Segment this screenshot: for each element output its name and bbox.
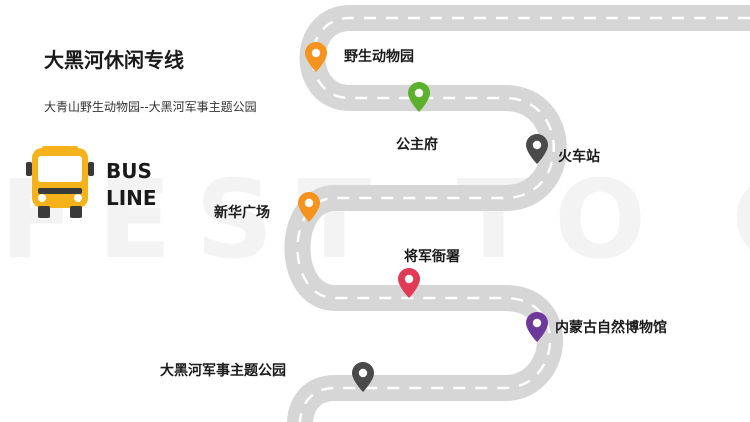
map-pin-icon[interactable] [352,362,374,392]
watermark-text: FEST TO GO [0,158,750,283]
map-pin-icon[interactable] [305,42,327,72]
stop-label-train-station: 火车站 [558,149,600,165]
stop-label-general-office: 将军衙署 [404,249,460,265]
page-title: 大黑河休闲专线 [44,48,184,72]
stop-label-wildlife-park: 野生动物园 [344,49,414,65]
map-pin-icon[interactable] [398,268,420,298]
stop-label-princess-mansion: 公主府 [396,137,438,153]
bus-icon [26,146,94,218]
bus-label-line1: BUS [106,159,152,183]
route-subtitle: 大青山野生动物园--大黑河军事主题公园 [44,100,257,114]
bus-line-label: BUS LINE [106,158,157,212]
bus-label-line2: LINE [106,186,157,210]
stop-label-xinhua-square: 新华广场 [214,205,270,221]
stop-label-military-park: 大黑河军事主题公园 [160,363,286,379]
stop-label-natural-museum: 内蒙古自然博物馆 [555,320,667,336]
map-pin-icon[interactable] [526,134,548,164]
map-pin-icon[interactable] [408,82,430,112]
map-pin-icon[interactable] [526,312,548,342]
map-pin-icon[interactable] [298,192,320,222]
